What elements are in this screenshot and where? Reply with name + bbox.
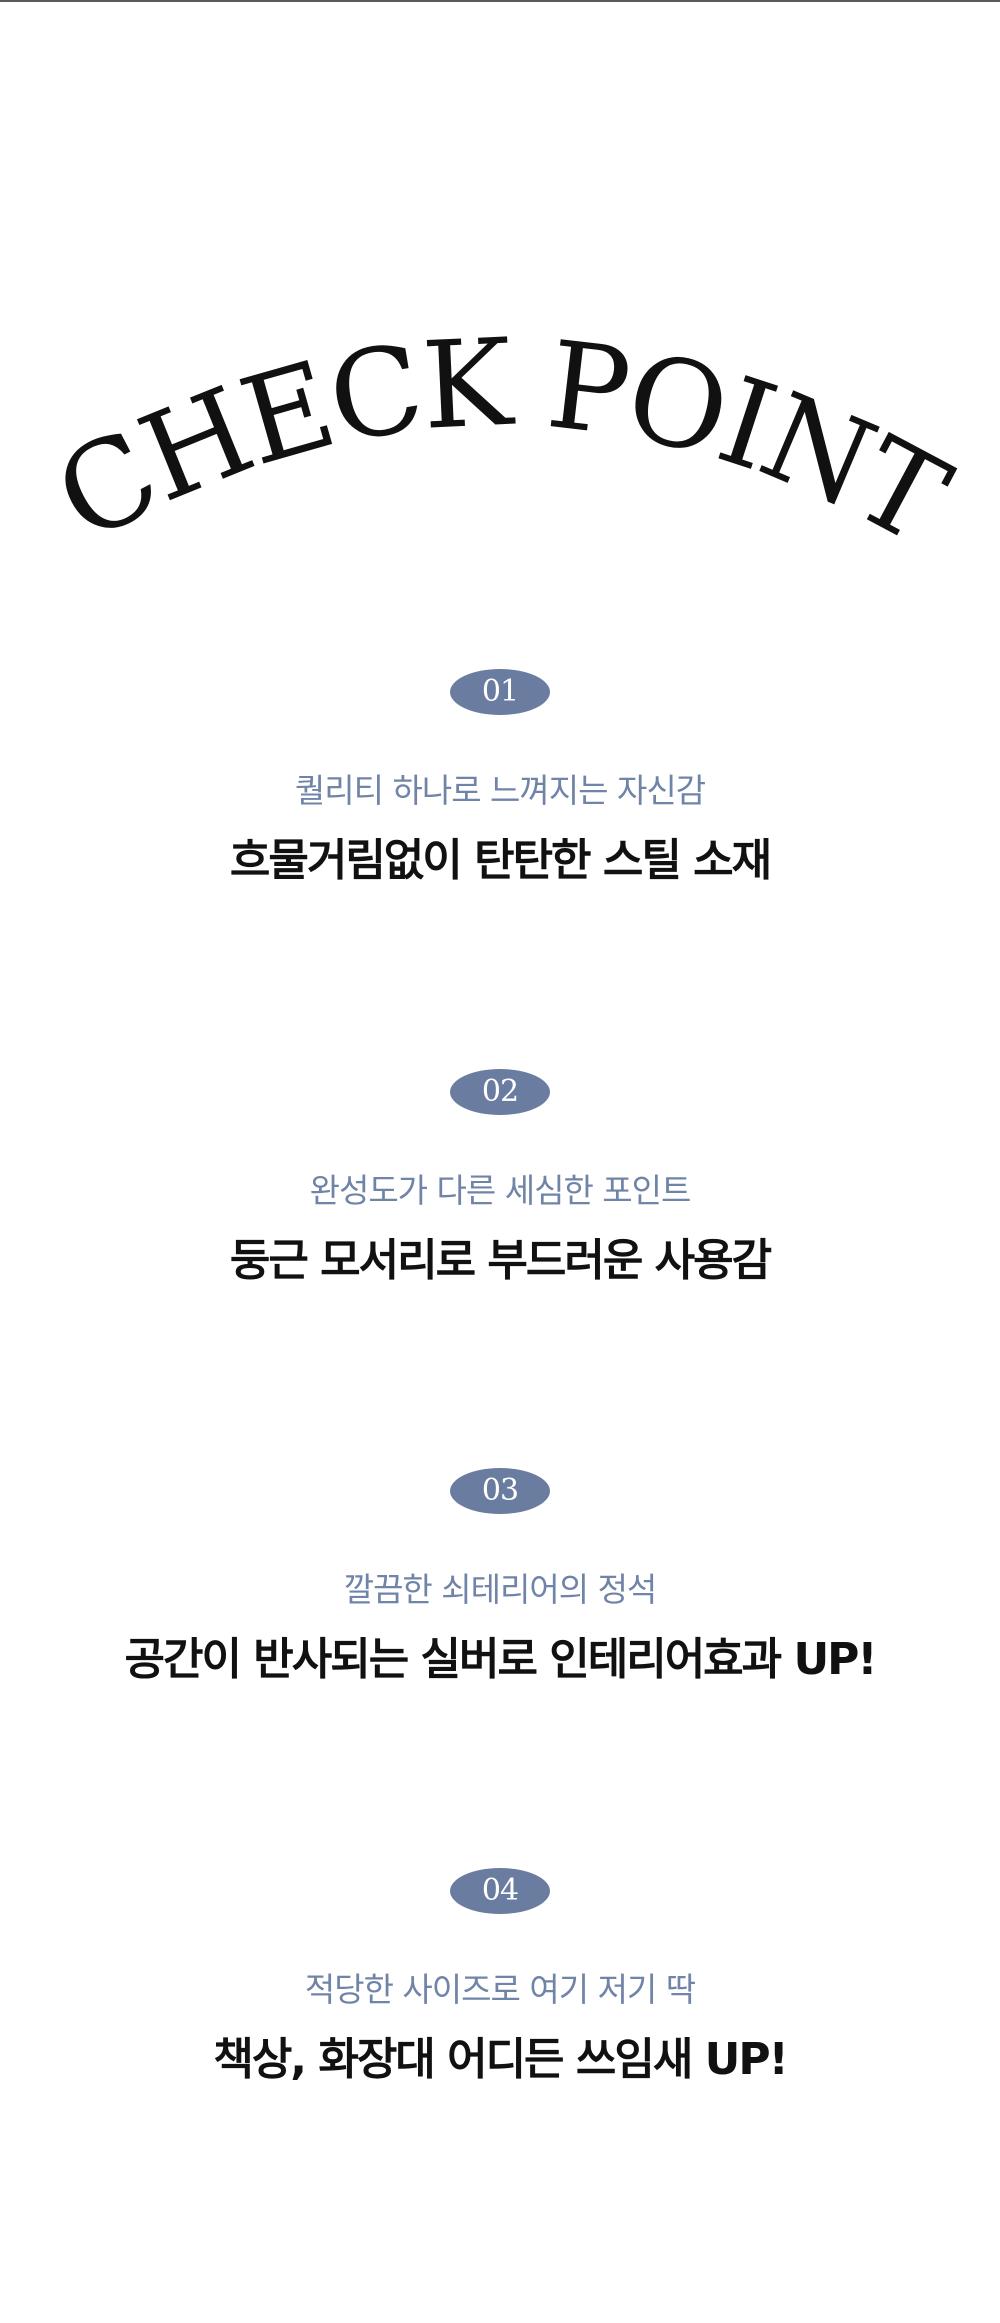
point-number-badge-02: 02 (450, 1069, 550, 1115)
point-headline-01: 흐물거림없이 탄탄한 스틸 소재 (229, 835, 772, 886)
point-headline-04: 책상, 화장대 어디든 쓰임새 UP! (213, 2034, 788, 2085)
page-title: CHECK POINT (35, 330, 968, 571)
point-number-badge-04: 04 (450, 1868, 550, 1914)
top-divider (0, 0, 1000, 2)
point-subtitle-03: 깔끔한 쇠테리어의 정석 (343, 1570, 658, 1609)
point-subtitle-04: 적당한 사이즈로 여기 저기 딱 (304, 1970, 696, 2009)
point-headline-03: 공간이 반사되는 실버로 인테리어효과 UP! (124, 1634, 878, 1685)
point-number-badge-01: 01 (450, 669, 550, 715)
point-number-badge-03: 03 (450, 1468, 550, 1514)
page-title-text: CHECK POINT (35, 330, 972, 571)
point-headline-02: 둥근 모서리로 부드러운 사용감 (229, 1235, 772, 1286)
point-subtitle-01: 퀄리티 하나로 느껴지는 자신감 (294, 771, 706, 810)
point-subtitle-02: 완성도가 다른 세심한 포인트 (309, 1171, 692, 1210)
check-point-title: CHECK POINT (0, 330, 1000, 590)
arched-title-graphic: CHECK POINT (35, 330, 972, 571)
